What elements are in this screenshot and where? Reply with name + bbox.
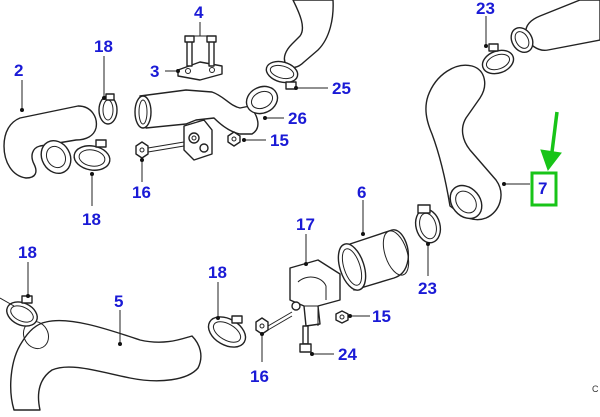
bracket-17 (289, 259, 341, 327)
callout-18-upper: 18 (94, 37, 113, 56)
bolt-15-upper (227, 131, 241, 147)
mounting-bracket (183, 119, 213, 161)
hose-top-middle (283, 0, 334, 69)
hose-clamp-18-upper (98, 93, 118, 125)
callout-23-top: 23 (476, 0, 495, 18)
callout-23-middle: 23 (418, 279, 437, 298)
callout-labels: 2 3 4 5 6 7 15 15 16 16 17 18 18 18 18 2… (14, 0, 599, 394)
callout-18-middle: 18 (82, 210, 101, 229)
flange-3 (177, 61, 223, 81)
leader-lines (20, 16, 530, 362)
bolt-15-lower (335, 310, 349, 324)
pipe-6 (337, 229, 410, 291)
hose-clamp-18-lower (207, 315, 247, 348)
bolt-4-right (206, 35, 217, 67)
pipe-26 (134, 85, 279, 135)
callout-17: 17 (296, 215, 315, 234)
callout-15-upper: 15 (270, 131, 289, 150)
hose-clamp-18-left (6, 295, 38, 327)
callout-6: 6 (357, 183, 366, 202)
callout-18-left: 18 (18, 243, 37, 262)
corner-mark: C (592, 384, 599, 394)
bolt-16-upper (135, 141, 185, 159)
bolt-4-left (184, 35, 195, 67)
hose-top-right (510, 0, 600, 54)
bolt-16-lower (255, 311, 293, 335)
callout-15-lower: 15 (372, 307, 391, 326)
callout-2: 2 (14, 61, 23, 80)
callout-5: 5 (114, 292, 123, 311)
hose-5 (10, 319, 202, 411)
hose-clamp-18-middle (73, 139, 111, 171)
hose-clamp-23-top (481, 43, 515, 75)
callout-16-upper: 16 (132, 183, 151, 202)
callout-25: 25 (332, 79, 351, 98)
highlight-box-7 (530, 171, 558, 207)
highlight-indicator (530, 111, 562, 207)
hose-2 (3, 105, 98, 179)
callout-7: 7 (538, 179, 547, 198)
callout-18-lower: 18 (208, 263, 227, 282)
hose-7 (425, 64, 502, 221)
callout-24: 24 (338, 345, 357, 364)
callout-4: 4 (194, 3, 204, 22)
callout-3: 3 (150, 62, 159, 81)
bolt-24 (299, 325, 312, 353)
hose-clamp-23-middle (414, 204, 442, 244)
callout-26: 26 (288, 109, 307, 128)
callout-16-lower: 16 (250, 367, 269, 386)
hose-clamp-25 (265, 60, 299, 90)
